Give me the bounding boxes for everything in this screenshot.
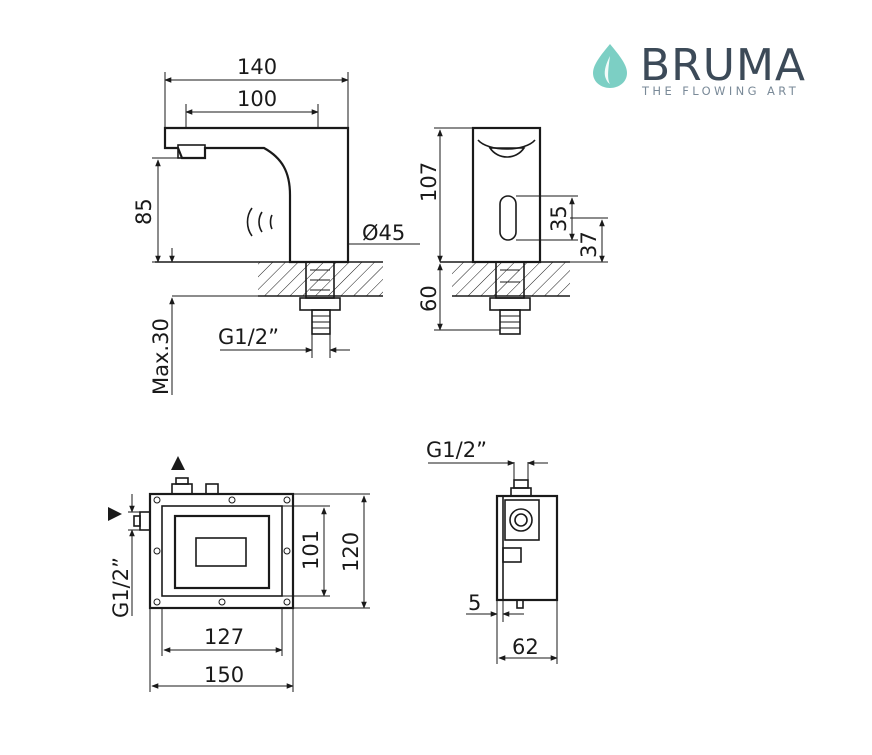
dim-box-outer-width: 150 [204,663,244,687]
dim-sensor-height: 37 [577,231,601,258]
dim-box-inner-height: 101 [299,530,323,570]
dim-spout-height: 85 [132,198,156,225]
dim-box-thread-left: G1/2” [109,557,133,618]
dim-base-diameter: Ø45 [362,221,405,245]
dim-body-height: 107 [417,162,441,202]
faucet-side-view: 140 100 85 Max.30 Ø45 G1/2” [132,55,420,395]
control-box-front: G1/2” 101 120 127 150 [108,456,370,692]
dim-box-outer-height: 120 [339,532,363,572]
brand-name: BRUMA [640,40,806,91]
dim-inlet-thread-side: G1/2” [426,438,487,462]
dim-box-inner-width: 127 [204,625,244,649]
brand-tagline: THE FLOWING ART [641,84,799,98]
brand-logo: BRUMA THE FLOWING ART [593,40,806,98]
drop-icon [593,44,627,88]
dim-spout-reach: 100 [237,87,277,111]
dim-box-offset: 5 [468,591,481,615]
dim-sensor-window: 35 [547,205,571,232]
faucet-front-view: 107 60 35 37 [417,126,608,335]
control-box-side: G1/2” 5 62 [426,438,559,664]
arrow-right-icon [108,507,122,521]
dim-shank-length: 60 [417,285,441,312]
dim-inlet-thread-top: G1/2” [218,325,279,349]
dim-overall-width: 140 [237,55,277,79]
dim-max-deck: Max.30 [149,318,173,395]
dim-box-depth: 62 [512,635,539,659]
arrow-up-icon [171,456,185,470]
